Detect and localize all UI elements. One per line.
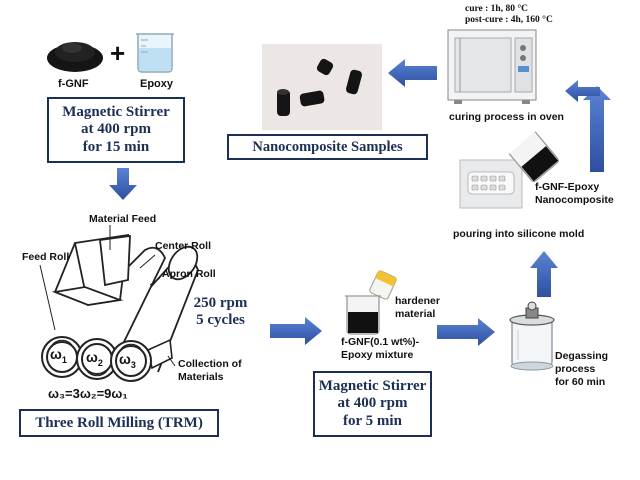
arrow-right-1 [270, 317, 322, 345]
pouring-label: pouring into silicone mold [453, 228, 585, 240]
arrow-down-1 [109, 168, 137, 200]
gnf-label: f-GNF [58, 78, 89, 90]
magnetic-stirrer-box-1: Magnetic Stirrer at 400 rpm for 15 min [47, 97, 185, 163]
omega-2-label: ω2 [86, 349, 103, 368]
roll-ends [41, 336, 152, 382]
omega-3-label: ω3 [119, 351, 136, 370]
trm-box: Three Roll Milling (TRM) [19, 409, 219, 437]
vacuum-chamber [509, 301, 555, 371]
center-roll-label: Center Roll [155, 240, 212, 252]
curing-caption: curing process in oven [449, 111, 564, 123]
degassing-label: Degassing process for 60 min [555, 350, 609, 389]
silicone-mold [459, 159, 523, 209]
center-roll [94, 246, 166, 351]
nanocomposite-samples-box: Nanocomposite Samples [227, 134, 428, 160]
arrow-up-1 [530, 251, 558, 297]
cure-conditions: cure : 1h, 80 °C post-cure : 4h, 160 °C [465, 4, 553, 26]
sample-cylinders [277, 58, 363, 116]
apron-roll [129, 245, 199, 373]
mixture-beaker [345, 295, 381, 335]
omega-relation: ω₃=3ω₂=9ω₁ [48, 386, 128, 401]
arrow-left-1 [388, 59, 437, 87]
hardener-label: hardener material [395, 295, 440, 321]
collection-label: Collection of Materials [178, 358, 242, 384]
epoxy-label: Epoxy [140, 78, 174, 90]
mixture-label: f-GNF(0.1 wt%)- Epoxy mixture [341, 336, 420, 362]
feed-roll-label: Feed Roll [22, 251, 70, 263]
arrow-left-oven [565, 80, 600, 102]
magnetic-stirrer-box-2: Magnetic Stirrer at 400 rpm for 5 min [313, 371, 432, 437]
epoxy-beaker [136, 33, 174, 73]
apron-roll-label: Apron Roll [162, 268, 216, 280]
arrow-up-2 [583, 86, 611, 172]
arrow-right-2 [437, 318, 495, 346]
material-feed-label: Material Feed [89, 213, 157, 225]
pouring-beaker [508, 131, 559, 182]
nanocomposite-label: f-GNF-Epoxy Nanocomposite [535, 181, 614, 207]
trm-speed-label: 250 rpm 5 cycles [193, 295, 248, 329]
omega-1-label: ω1 [50, 346, 67, 365]
curing-oven [447, 29, 537, 104]
plus-sign: + [110, 38, 126, 68]
